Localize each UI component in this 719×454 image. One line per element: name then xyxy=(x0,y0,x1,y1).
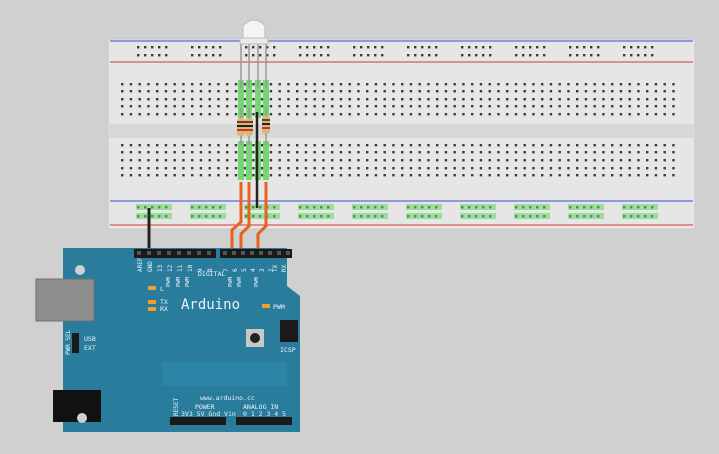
pin-label: 4 xyxy=(250,268,257,272)
analog-pins-label: 0 1 2 3 4 5 xyxy=(243,410,286,418)
icsp-label: ICSP xyxy=(280,346,296,354)
rx-label: RX xyxy=(160,305,168,313)
arduino-board: Arduino www.arduino.cc DIGITAL L TX RX U… xyxy=(35,248,300,432)
pwm-pin-label: PWM xyxy=(185,276,191,287)
pin-label: 3 xyxy=(259,268,266,272)
atmega-chip xyxy=(162,362,287,386)
breadboard xyxy=(107,38,696,230)
pin-label: 9 xyxy=(197,268,204,272)
url-label: www.arduino.cc xyxy=(200,394,255,402)
pin-label: 10 xyxy=(187,264,194,272)
usb-connector xyxy=(35,278,95,322)
pin-label: 2 xyxy=(268,268,275,272)
pwm-pin-label: PWM xyxy=(176,276,182,287)
icsp-header xyxy=(280,320,298,342)
led-l-label: L xyxy=(160,285,164,293)
pin-label: 8 xyxy=(207,268,214,272)
led-rx xyxy=(148,307,156,311)
ext-label: EXT xyxy=(84,344,96,352)
pin-label: 6 xyxy=(232,268,239,272)
resistor-3 xyxy=(262,108,270,145)
pwm-pin-label: PWM xyxy=(228,276,234,287)
pin-label: AREF xyxy=(137,257,144,272)
power-label: POWER xyxy=(195,403,215,411)
breadboard-holes xyxy=(121,46,675,218)
pin-label: 12 xyxy=(167,264,174,272)
digital-label: DIGITAL xyxy=(198,270,225,278)
power-pins-label: 3V3 5V Gnd Vin xyxy=(181,410,236,418)
pwm-pin-label: PWM xyxy=(237,276,243,287)
pin-label: 13 xyxy=(157,264,164,272)
pwr-sel-jumper[interactable] xyxy=(72,333,79,353)
analog-label: ANALOG IN xyxy=(243,403,278,411)
pwm-pin-label: PWM xyxy=(254,276,260,287)
wire-pin5 xyxy=(239,182,251,255)
tx-pin-label: TX xyxy=(272,264,279,272)
reset-label: RESET xyxy=(173,398,180,416)
power-jack xyxy=(53,390,101,422)
wire-pin3 xyxy=(256,182,268,255)
wire-pin6 xyxy=(230,182,243,255)
pwr-sel-label: PWR SEL xyxy=(65,329,72,355)
led-tx xyxy=(148,300,156,304)
rx-pin-label: RX xyxy=(281,264,288,272)
resistor-2 xyxy=(245,108,253,145)
rgb-led xyxy=(239,19,269,88)
led-pwm xyxy=(262,304,270,308)
usb-label: USB xyxy=(84,335,96,343)
led-l xyxy=(148,286,156,290)
pin-label: 7 xyxy=(223,268,230,272)
resistors xyxy=(237,108,270,145)
arduino-brand: Arduino xyxy=(181,297,240,313)
pin-label: 5 xyxy=(241,268,248,272)
tx-label: TX xyxy=(160,298,168,306)
pin-label: 11 xyxy=(177,264,184,272)
pwm-badge: PWM xyxy=(273,303,285,311)
resistor-1 xyxy=(237,108,245,145)
pwm-pin-label: PWM xyxy=(166,276,172,287)
pin-label: GND xyxy=(147,261,154,272)
connected-columns xyxy=(136,80,658,219)
